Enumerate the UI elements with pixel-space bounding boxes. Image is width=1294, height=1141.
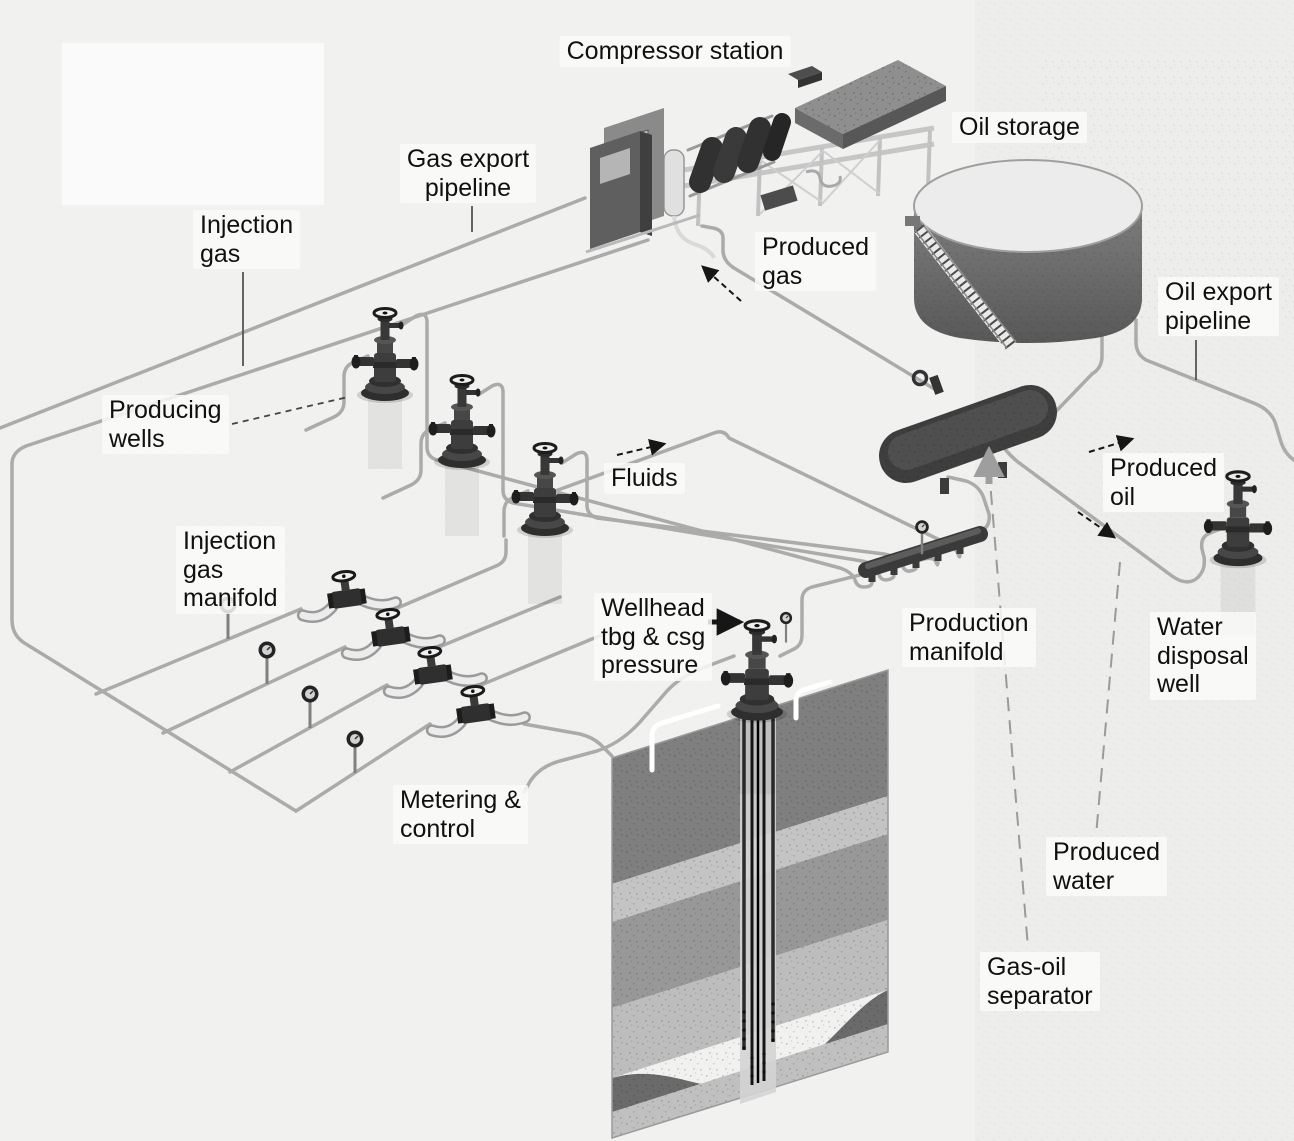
label-gas-oil-separator: Gas-oil separator [980, 952, 1100, 1011]
produced-oil-arrow [1088, 435, 1135, 453]
produced-water-arrow [1077, 511, 1117, 539]
label-oil-storage: Oil storage [952, 112, 1087, 143]
flowline-well1 [400, 312, 874, 589]
label-metering-control: Metering & control [393, 785, 528, 844]
oil-export-pipe [1134, 318, 1294, 462]
label-gas-export-pipeline: Gas export pipeline [399, 144, 537, 203]
gas-cooler [788, 60, 946, 149]
casing-perforations [742, 1002, 775, 1078]
leader-producing-wells [231, 396, 349, 425]
label-water-disposal-well: Water disposal well [1150, 612, 1256, 700]
cellar-outline-right [793, 679, 833, 721]
leader-lines [231, 206, 1197, 949]
control-panels [590, 108, 664, 249]
leader-gas-oil-separator [988, 467, 1029, 949]
label-injection-gas: Injection gas [193, 210, 301, 269]
label-oil-export-pipeline: Oil export pipeline [1158, 277, 1279, 336]
fluids-arrow [616, 439, 667, 456]
compressor-bottles [686, 113, 791, 198]
flowline-central-well [778, 556, 940, 658]
label-compressor-station: Compressor station [559, 36, 791, 67]
manifold-to-separator [946, 475, 992, 534]
label-producing-wells: Producing wells [102, 395, 229, 454]
injection-gas-pipe [10, 238, 650, 813]
flow-arrows [616, 265, 1135, 636]
skid-box [760, 185, 798, 211]
tank-stairs [905, 216, 1017, 350]
produced-gas-arrow [701, 265, 742, 302]
label-fluids: Fluids [604, 463, 685, 494]
compressor-station [585, 60, 946, 259]
label-produced-gas: Produced gas [755, 232, 877, 291]
produced-water-pipe [1002, 446, 1222, 584]
cellar-outline-left [649, 703, 721, 773]
gas-export-pipe [0, 196, 587, 430]
produced-gas-pipe [700, 224, 938, 392]
label-produced-water: Produced water [1046, 837, 1168, 896]
production-manifold [858, 519, 988, 582]
label-injection-gas-manifold: Injection gas manifold [176, 526, 285, 614]
label-production-manifold: Production manifold [902, 608, 1036, 667]
oil-storage-tank [905, 159, 1143, 350]
label-produced-oil: Produced oil [1103, 453, 1225, 512]
label-wellhead-tbg-csg: Wellhead tbg & csg pressure [594, 593, 713, 681]
gas-oil-separator [879, 369, 1057, 494]
